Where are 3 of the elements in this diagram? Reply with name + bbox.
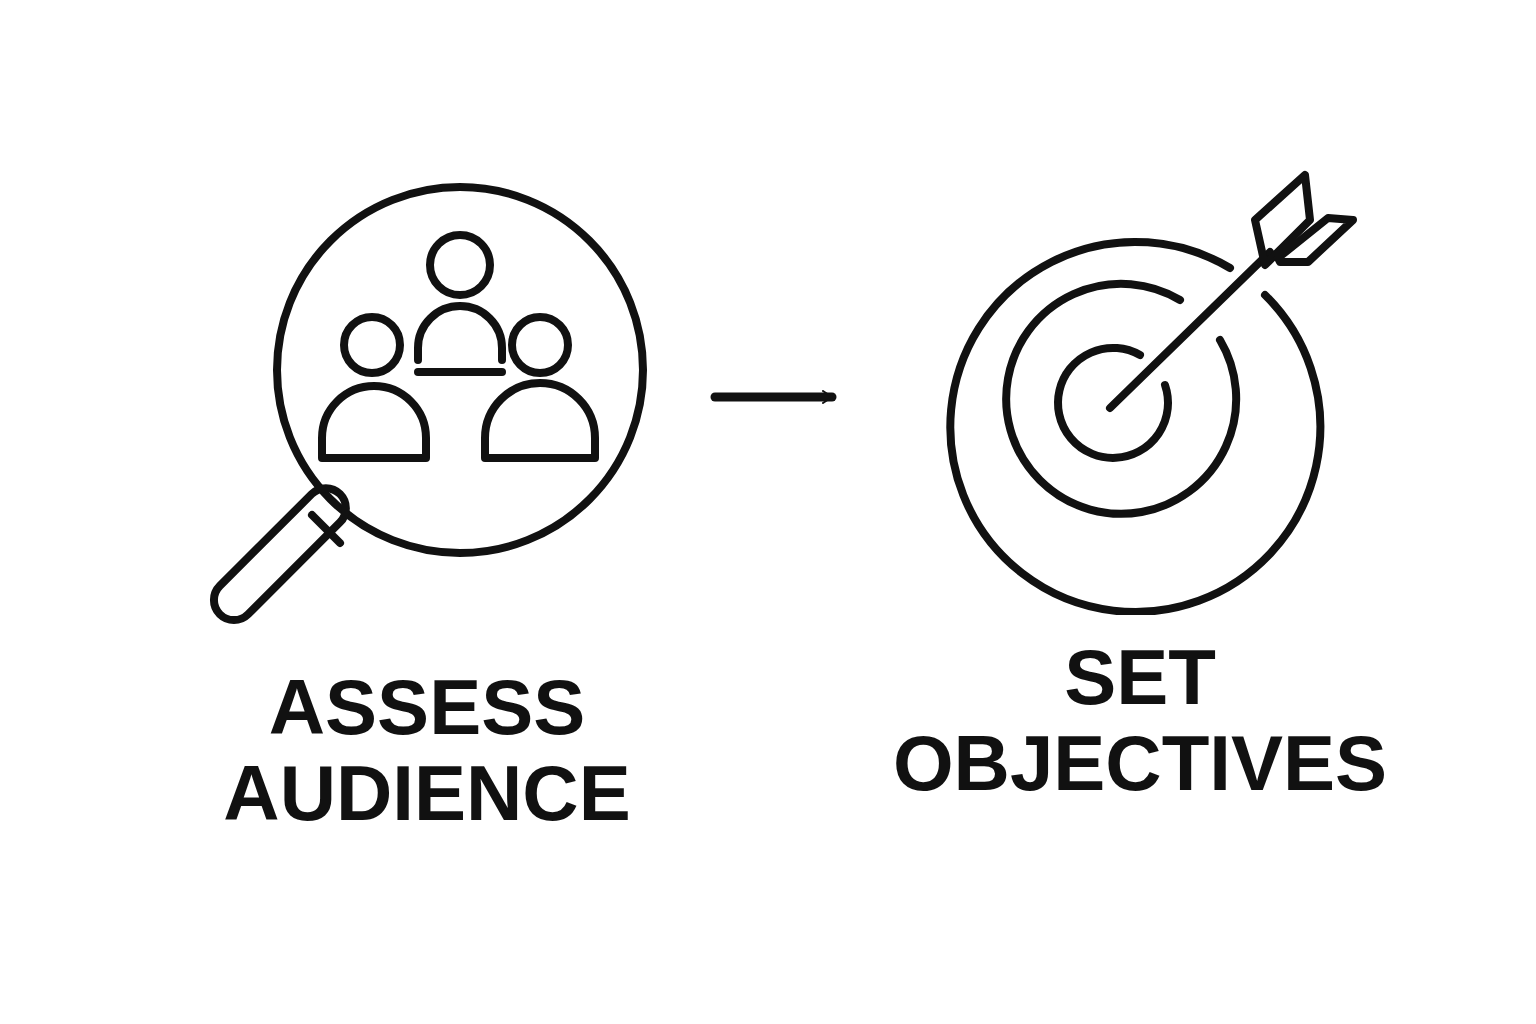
arrow [710,390,837,404]
step-label: SET OBJECTIVES [891,635,1389,807]
step-label: ASSESS AUDIENCE [222,665,632,837]
